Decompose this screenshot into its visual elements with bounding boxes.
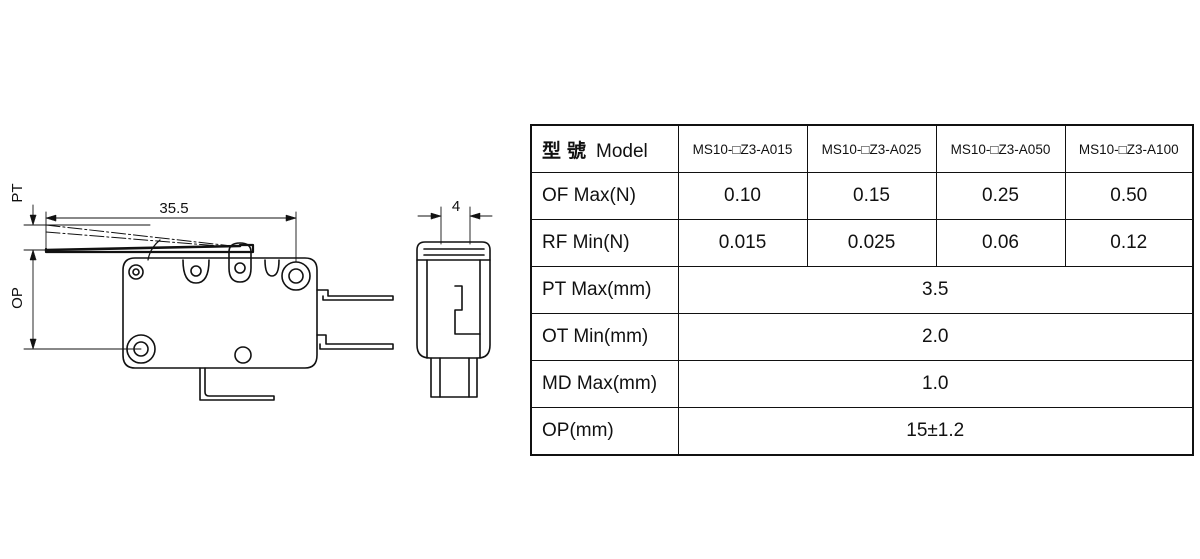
table-cell: 0.15 (806, 172, 937, 220)
dimension-label-width: 4 (452, 198, 460, 215)
table-cell: 0.25 (935, 172, 1066, 220)
front-view-base (430, 357, 478, 398)
table-cell: 0.025 (806, 219, 937, 267)
plunger (228, 242, 252, 283)
row-label: OF Max(N) (530, 172, 679, 220)
table-cell: 0.015 (677, 219, 808, 267)
model-header-en: Model (596, 140, 648, 162)
table-row: OT Min(mm) 2.0 (530, 313, 1194, 361)
table-cell: 0.12 (1064, 219, 1194, 267)
switch-dimension-drawing: 35.5 4 PT OP (9, 183, 493, 401)
table-cell-shared: 1.0 (677, 360, 1194, 408)
table-row: OF Max(N) 0.10 0.15 0.25 0.50 (530, 172, 1194, 220)
table-cell: 0.50 (1064, 172, 1194, 220)
lever-pivot (182, 259, 210, 284)
table-cell: 0.10 (677, 172, 808, 220)
table-row: OP(mm) 15±1.2 (530, 407, 1194, 456)
table-row: MD Max(mm) 1.0 (530, 360, 1194, 408)
dimension-label-length: 35.5 (159, 200, 188, 217)
terminal-middle (316, 334, 394, 350)
mounting-hole-bottom (234, 346, 252, 364)
row-label: MD Max(mm) (530, 360, 679, 408)
model-cell: MS10-□Z3-A015 (677, 124, 808, 173)
pin-hole-top (128, 264, 144, 280)
row-label: PT Max(mm) (530, 266, 679, 314)
mounting-hole-right (281, 261, 311, 291)
model-cell: MS10-□Z3-A100 (1064, 124, 1194, 173)
row-label: OP(mm) (530, 407, 679, 456)
dimension-label-pt: PT (9, 183, 26, 202)
front-view-body (416, 259, 491, 359)
row-label: RF Min(N) (530, 219, 679, 267)
table-row: PT Max(mm) 3.5 (530, 266, 1194, 314)
switch-body-outline (122, 257, 318, 369)
table-row: RF Min(N) 0.015 0.025 0.06 0.12 (530, 219, 1194, 267)
terminal-bottom (199, 367, 275, 401)
dimension-label-op: OP (9, 287, 26, 309)
front-view-slot (454, 285, 481, 335)
table-cell: 0.06 (935, 219, 1066, 267)
terminal-top (316, 289, 394, 301)
table-cell-shared: 3.5 (677, 266, 1194, 314)
table-cell-shared: 15±1.2 (677, 407, 1194, 456)
model-header-cjk: 型號 (542, 139, 593, 162)
model-cell: MS10-□Z3-A050 (935, 124, 1066, 173)
table-cell-shared: 2.0 (677, 313, 1194, 361)
model-cell: MS10-□Z3-A025 (806, 124, 937, 173)
row-label: OT Min(mm) (530, 313, 679, 361)
